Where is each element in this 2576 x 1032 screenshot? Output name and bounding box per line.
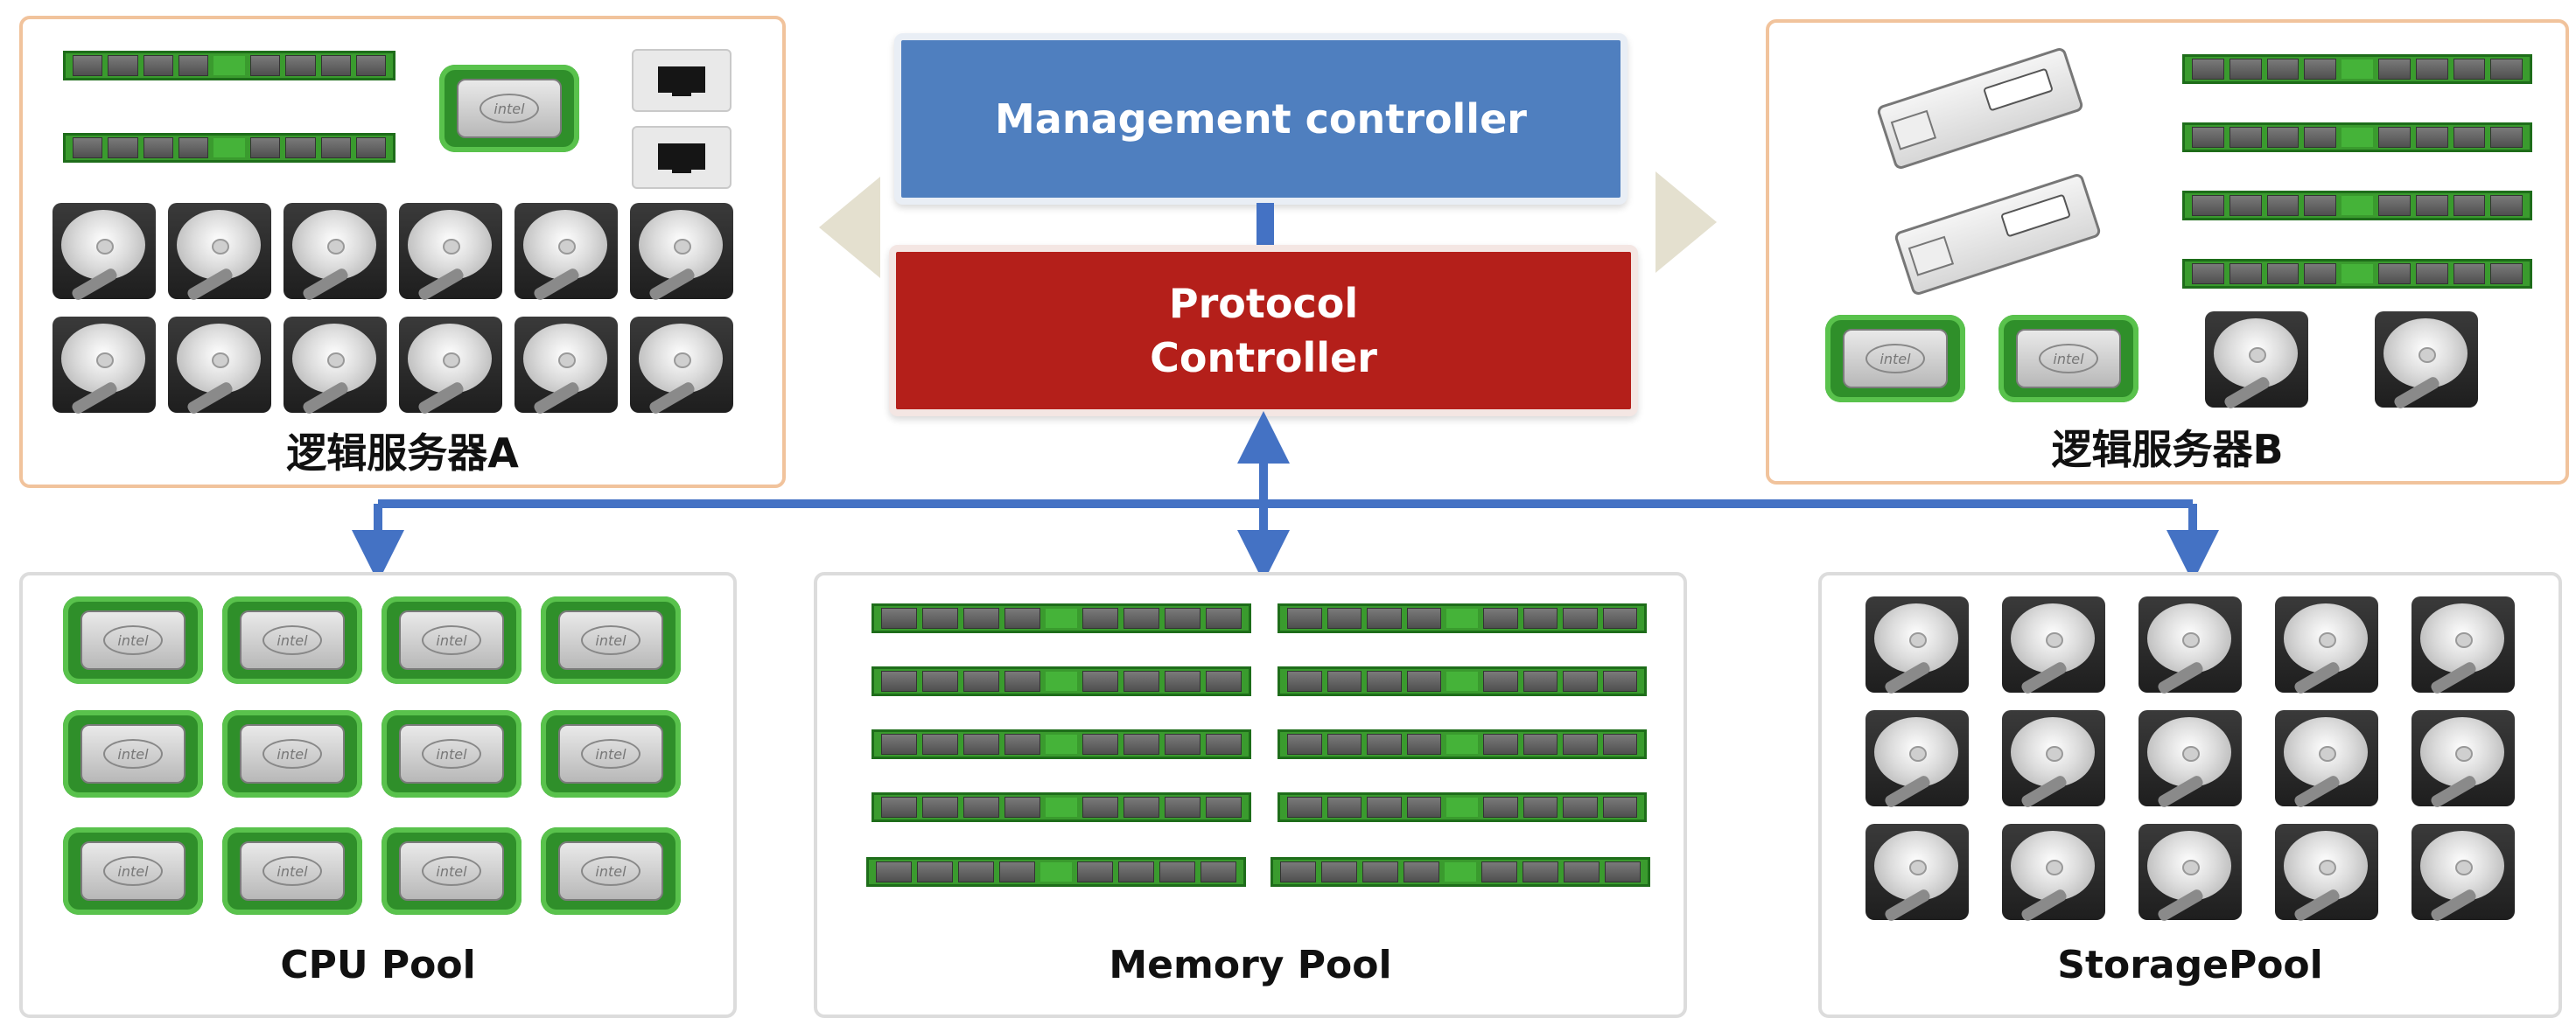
- cpu-chip-icon: intel: [63, 827, 203, 915]
- memory-module-icon: [2182, 259, 2532, 289]
- cpu-chip-icon: intel: [1825, 315, 1965, 402]
- storage-pool-label: StoragePool: [2057, 943, 2323, 987]
- hard-disk-icon: [630, 317, 733, 416]
- memory-module-icon: [866, 857, 1246, 887]
- memory-module-icon: [872, 603, 1251, 633]
- right-arrow-triangle: [1656, 171, 1717, 273]
- cpu-chip-icon: intel: [541, 710, 681, 798]
- logical-server-b-panel: intel intel 逻辑服务器B: [1766, 19, 2569, 485]
- hard-disk-icon: [2275, 596, 2378, 696]
- memory-module-icon: [1278, 603, 1647, 633]
- hard-disk-icon: [514, 203, 618, 303]
- ethernet-port-icon: [632, 49, 732, 112]
- memory-module-icon: [872, 666, 1251, 696]
- hard-disk-icon: [168, 317, 271, 416]
- hard-disk-icon: [2205, 311, 2308, 411]
- hard-disk-icon: [630, 203, 733, 303]
- memory-pool-label: Memory Pool: [1109, 943, 1392, 987]
- hard-disk-icon: [2412, 596, 2515, 696]
- hard-disk-icon: [1866, 596, 1969, 696]
- memory-module-icon: [2182, 54, 2532, 84]
- memory-module-icon: [1278, 729, 1647, 759]
- server-a-label: 逻辑服务器A: [286, 429, 519, 477]
- protocol-controller: Protocol Controller: [889, 245, 1638, 416]
- cpu-chip-icon: intel: [222, 596, 362, 684]
- cpu-chip-icon: intel: [541, 596, 681, 684]
- cpu-chip-icon: intel: [382, 710, 522, 798]
- cpu-chip-icon: intel: [63, 596, 203, 684]
- hard-disk-icon: [399, 203, 502, 303]
- server-b-label: 逻辑服务器B: [2051, 426, 2284, 473]
- hard-disk-icon: [2375, 311, 2478, 411]
- cpu-pool-label: CPU Pool: [280, 943, 476, 987]
- cpu-chip-icon: intel: [63, 710, 203, 798]
- memory-module-icon: [2182, 122, 2532, 152]
- memory-pool-grid: [817, 575, 1684, 1015]
- hard-disk-icon: [52, 317, 156, 416]
- hard-disk-icon: [2412, 710, 2515, 810]
- memory-pool-panel: Memory Pool: [814, 572, 1687, 1018]
- cpu-chip-icon: intel: [222, 710, 362, 798]
- hard-disk-icon: [168, 203, 271, 303]
- hard-disk-icon: [2002, 824, 2105, 924]
- memory-module-icon: [1270, 857, 1650, 887]
- cpu-chip-icon: intel: [1998, 315, 2138, 402]
- memory-module-icon: [1278, 666, 1647, 696]
- sfp-transceiver-icon: [1875, 45, 2085, 171]
- memory-module-icon: [1278, 792, 1647, 822]
- hard-disk-icon: [2138, 824, 2242, 924]
- hard-disk-icon: [2412, 824, 2515, 924]
- hard-disk-icon: [1866, 824, 1969, 924]
- hard-disk-icon: [2138, 596, 2242, 696]
- controller-link: [1256, 203, 1274, 245]
- memory-module-icon: [63, 133, 396, 163]
- logical-server-a-panel: intel 逻辑服务器A: [19, 16, 786, 488]
- server-b-components: intel intel: [1769, 23, 2566, 481]
- protocol-controller-label-line1: Protocol: [1168, 279, 1359, 327]
- memory-module-icon: [872, 792, 1251, 822]
- ethernet-port-icon: [632, 126, 732, 189]
- hard-disk-icon: [52, 203, 156, 303]
- hard-disk-icon: [2138, 710, 2242, 810]
- cpu-pool-grid: intel intel intel intel intel intel inte…: [23, 575, 733, 1015]
- storage-pool-grid: [1822, 575, 2558, 1015]
- hard-disk-icon: [2002, 596, 2105, 696]
- server-a-components: intel: [23, 19, 782, 485]
- cpu-chip-icon: intel: [382, 596, 522, 684]
- hard-disk-icon: [284, 203, 387, 303]
- cpu-chip-icon: intel: [541, 827, 681, 915]
- management-controller-label: Management controller: [995, 95, 1527, 143]
- protocol-controller-label-line2: Controller: [1150, 334, 1377, 381]
- hard-disk-icon: [2002, 710, 2105, 810]
- memory-module-icon: [63, 51, 396, 80]
- hard-disk-icon: [2275, 824, 2378, 924]
- cpu-pool-panel: intel intel intel intel intel intel inte…: [19, 572, 737, 1018]
- hard-disk-icon: [2275, 710, 2378, 810]
- cpu-chip-icon: intel: [222, 827, 362, 915]
- storage-pool-panel: StoragePool: [1818, 572, 2562, 1018]
- management-controller: Management controller: [894, 33, 1628, 205]
- sfp-transceiver-icon: [1893, 171, 2103, 297]
- cpu-chip-icon: intel: [382, 827, 522, 915]
- cpu-chip-icon: intel: [439, 65, 579, 152]
- hard-disk-icon: [1866, 710, 1969, 810]
- hard-disk-icon: [399, 317, 502, 416]
- memory-module-icon: [2182, 191, 2532, 220]
- left-arrow-triangle: [819, 177, 880, 278]
- hard-disk-icon: [514, 317, 618, 416]
- hard-disk-icon: [284, 317, 387, 416]
- memory-module-icon: [872, 729, 1251, 759]
